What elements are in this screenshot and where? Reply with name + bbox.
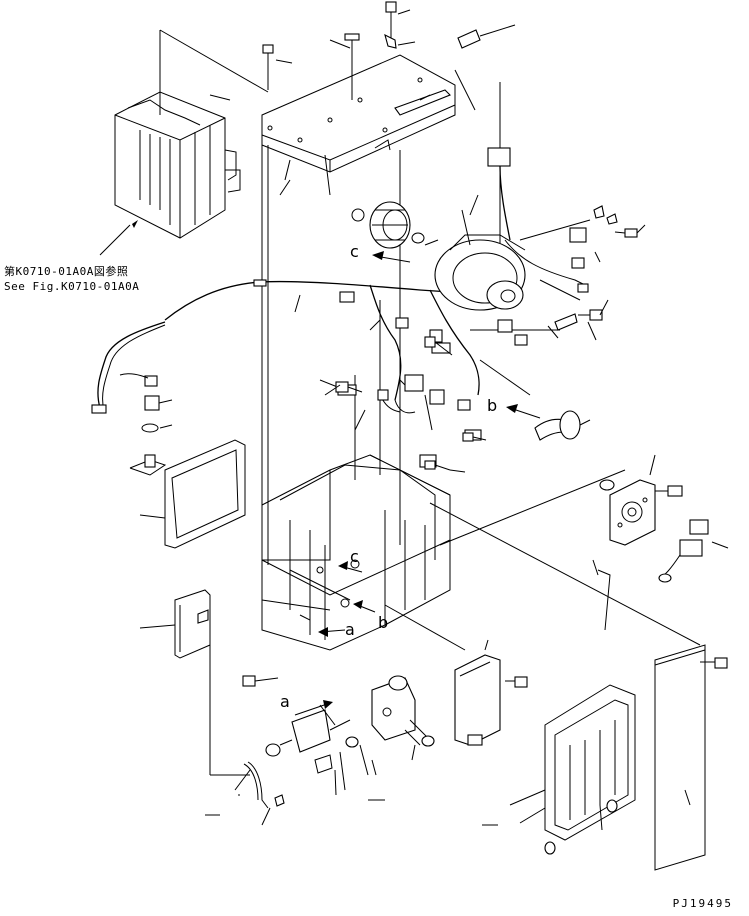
callout-c-lower: c: [350, 547, 359, 566]
upper-connector: [487, 147, 589, 293]
fan-wheel: [351, 201, 439, 249]
leader-line: [205, 94, 729, 831]
callout-a-upper: a: [345, 620, 355, 639]
side-cover-panel: [654, 644, 706, 871]
wiring-harness: [91, 279, 480, 414]
drawing-code: PJ19495: [672, 897, 733, 910]
air-conditioner-housing: [261, 454, 451, 651]
figure-reference-jp: 第K0710-01A0A図参照: [4, 265, 129, 278]
duct-elbow: [534, 410, 591, 441]
air-filter: [139, 439, 246, 549]
callout-b-lower: b: [378, 613, 389, 632]
expansion-valve-bracket: [597, 479, 709, 631]
callout-b-right: b: [487, 396, 498, 415]
blower-motor: [434, 209, 591, 311]
top-cover-plate: [261, 54, 456, 196]
arrow-icon: [294, 251, 541, 716]
heater-radiator: [509, 684, 636, 855]
lower-harness: [234, 761, 285, 826]
callout-c-upper: c: [350, 242, 359, 261]
screw-group-right: [554, 205, 646, 331]
damper-actuator: [265, 675, 435, 791]
screw-group-top: [262, 1, 516, 116]
control-unit: [454, 639, 501, 746]
heater-core: [99, 91, 241, 256]
callout-a-lower: a: [280, 692, 290, 711]
figure-reference-en: See Fig.K0710-01A0A: [4, 280, 140, 293]
temp-sensor: [129, 395, 173, 476]
screw-group-mid: [242, 336, 728, 688]
evaporator-side: [139, 589, 211, 659]
relay-connectors: [319, 319, 528, 468]
projection-lines: [159, 29, 701, 776]
